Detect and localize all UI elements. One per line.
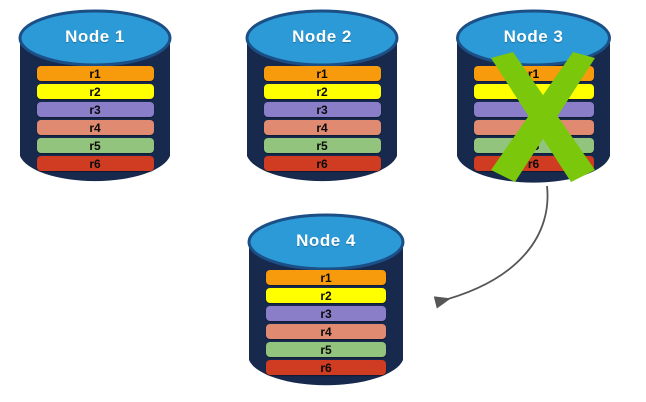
row-band-r2: r2 [473, 84, 594, 99]
row-label: r4 [527, 120, 540, 135]
row-band-r3: r3 [36, 102, 154, 117]
node-2-rows: r1 r2 r3 r4 r5 r6 [245, 66, 399, 171]
row-label: r1 [527, 66, 540, 81]
row-band-r2: r2 [263, 84, 381, 99]
row-band-r5: r5 [266, 342, 386, 357]
row-band-r3: r3 [266, 306, 386, 321]
node-3-rows: r1 r2 r3 r4 r5 r6 [455, 66, 612, 171]
node-4-rows: r1 r2 r3 r4 r5 r6 [247, 270, 405, 375]
row-band-r4: r4 [263, 120, 381, 135]
row-band-r2: r2 [36, 84, 154, 99]
row-label: r6 [320, 360, 332, 375]
node-1-rows: r1 r2 r3 r4 r5 r6 [18, 66, 172, 171]
row-label: r1 [320, 270, 332, 285]
row-band-r3: r3 [473, 102, 594, 117]
row-band-r6: r6 [473, 156, 594, 171]
row-band-r4: r4 [266, 324, 386, 339]
row-band-r4: r4 [36, 120, 154, 135]
row-label: r2 [527, 84, 540, 99]
row-band-r6: r6 [263, 156, 381, 171]
row-label: r1 [89, 66, 101, 81]
row-label: r6 [316, 156, 328, 171]
row-label: r5 [320, 342, 332, 357]
row-label: r2 [316, 84, 328, 99]
row-label: r3 [320, 306, 332, 321]
row-band-r4: r4 [473, 120, 594, 135]
row-band-r6: r6 [36, 156, 154, 171]
row-label: r2 [89, 84, 101, 99]
row-label: r2 [320, 288, 332, 303]
row-band-r1: r1 [36, 66, 154, 81]
row-label: r6 [89, 156, 101, 171]
row-label: r4 [89, 120, 101, 135]
row-band-r1: r1 [473, 66, 594, 81]
row-label: r5 [527, 138, 540, 153]
row-label: r3 [316, 102, 328, 117]
row-band-r5: r5 [473, 138, 594, 153]
row-band-r5: r5 [263, 138, 381, 153]
row-label: r4 [316, 120, 328, 135]
row-band-r1: r1 [263, 66, 381, 81]
row-label: r6 [527, 156, 540, 171]
row-band-r5: r5 [36, 138, 154, 153]
row-label: r3 [527, 102, 540, 117]
row-label: r1 [316, 66, 328, 81]
row-label: r5 [89, 138, 101, 153]
row-band-r3: r3 [263, 102, 381, 117]
row-band-r6: r6 [266, 360, 386, 375]
row-label: r3 [89, 102, 101, 117]
row-band-r2: r2 [266, 288, 386, 303]
row-label: r4 [320, 324, 332, 339]
row-band-r1: r1 [266, 270, 386, 285]
row-label: r5 [316, 138, 328, 153]
